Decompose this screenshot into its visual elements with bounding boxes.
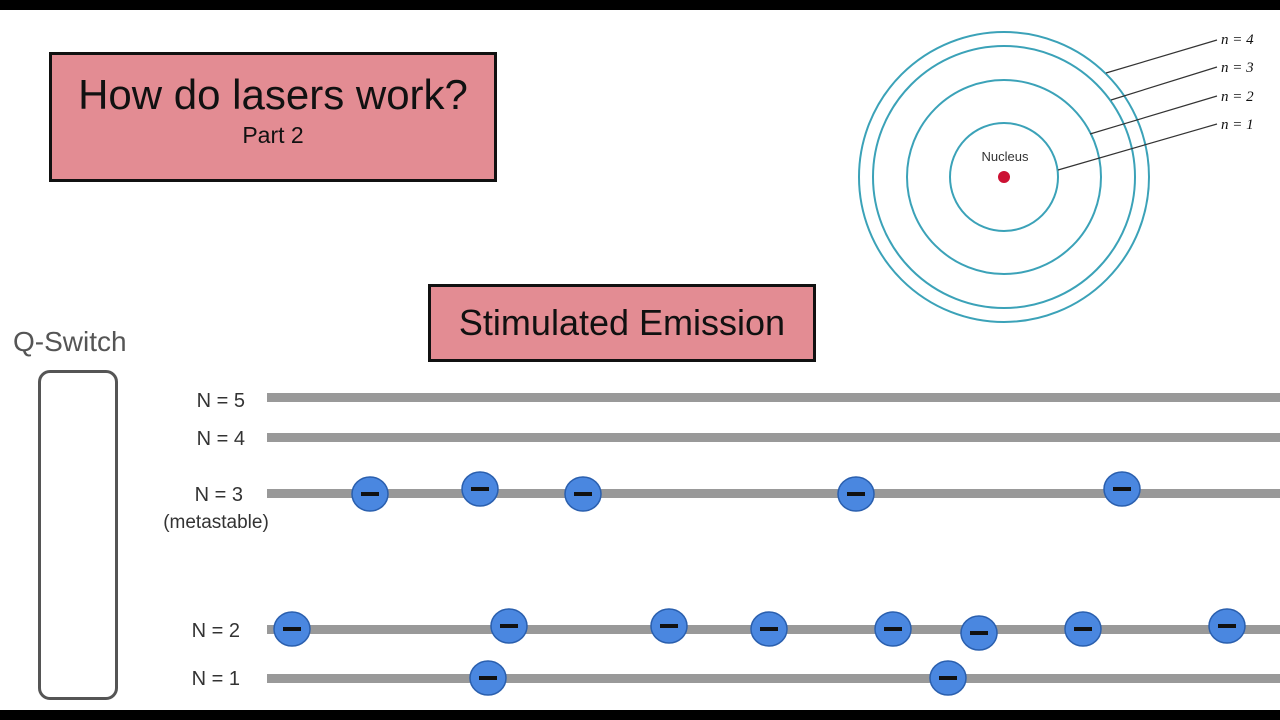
level-sublabel-n3: (metastable) [163, 512, 269, 533]
slide: How do lasers work? Part 2 Stimulated Em… [0, 10, 1280, 710]
electron [837, 476, 875, 512]
minus-sign-icon [847, 492, 865, 496]
orbit-label-n1: n = 1 [1221, 117, 1254, 133]
orbit-n1 [949, 122, 1059, 232]
level-line-n1 [267, 674, 1280, 683]
minus-sign-icon [479, 676, 497, 680]
q-switch-label: Q-Switch [13, 326, 127, 357]
minus-sign-icon [1218, 624, 1236, 628]
nucleus-label: Nucleus [982, 149, 1029, 164]
level-line-n4 [267, 433, 1280, 442]
minus-sign-icon [884, 627, 902, 631]
minus-sign-icon [660, 624, 678, 628]
leader-line-n1 [1057, 123, 1218, 171]
electron [1064, 611, 1102, 647]
orbit-label-n4: n = 4 [1221, 32, 1254, 48]
electron [461, 471, 499, 507]
atom-model: Nucleus n = 4 n = 3 n = 2 n = 1 [858, 31, 1254, 323]
leader-line-n3 [1110, 66, 1218, 101]
nucleus [998, 171, 1010, 183]
orbit-n3 [872, 45, 1136, 309]
electron [650, 608, 688, 644]
level-label-n2: N = 2 [192, 620, 240, 642]
title-box: How do lasers work? Part 2 [49, 52, 497, 182]
minus-sign-icon [1074, 627, 1092, 631]
electron [490, 608, 528, 644]
section-title: Stimulated Emission [458, 302, 786, 343]
electrons [273, 471, 1246, 696]
diagram-canvas: Nucleus n = 4 n = 3 n = 2 n = 1 N = 5 N … [163, 31, 1280, 696]
level-label-n5: N = 5 [197, 390, 245, 412]
level-line-n5 [267, 393, 1280, 402]
section-box: Stimulated Emission [428, 284, 816, 362]
level-line-n3 [267, 489, 1280, 498]
slide-subtitle: Part 2 [242, 122, 304, 148]
orbit-label-n2: n = 2 [1221, 89, 1254, 105]
minus-sign-icon [574, 492, 592, 496]
electron [750, 611, 788, 647]
leader-line-n2 [1089, 95, 1218, 135]
electron [273, 611, 311, 647]
electron [874, 611, 912, 647]
minus-sign-icon [1113, 487, 1131, 491]
electron [1103, 471, 1141, 507]
electron [1208, 608, 1246, 644]
minus-sign-icon [361, 492, 379, 496]
minus-sign-icon [500, 624, 518, 628]
minus-sign-icon [283, 627, 301, 631]
slide-title: How do lasers work? [78, 71, 468, 118]
minus-sign-icon [939, 676, 957, 680]
electron [351, 476, 389, 512]
electron [469, 660, 507, 696]
minus-sign-icon [970, 631, 988, 635]
level-label-n3: N = 3 [195, 484, 243, 506]
electron [960, 615, 998, 651]
orbit-n2 [906, 79, 1102, 275]
level-label-n1: N = 1 [192, 668, 240, 690]
leader-line-n4 [1105, 39, 1218, 74]
electron [564, 476, 602, 512]
orbit-label-n3: n = 3 [1221, 60, 1254, 76]
orbit-n4 [858, 31, 1150, 323]
energy-levels: N = 5 N = 4 N = 3 (metastable) N = 2 N =… [163, 390, 1280, 690]
minus-sign-icon [471, 487, 489, 491]
level-label-n4: N = 4 [197, 428, 245, 450]
minus-sign-icon [760, 627, 778, 631]
q-switch-box [38, 370, 118, 700]
electron [929, 660, 967, 696]
